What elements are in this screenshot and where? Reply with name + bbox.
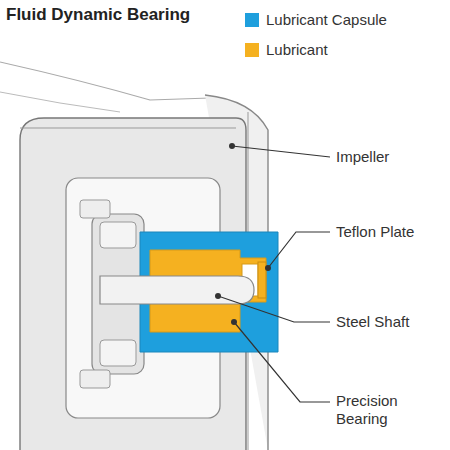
legend-swatch	[245, 43, 259, 57]
legend-text: Lubricant Capsule	[266, 10, 387, 30]
magnet	[80, 200, 110, 218]
teflon-plate	[258, 262, 266, 298]
stator-pole	[100, 340, 136, 366]
stator-pole	[100, 222, 136, 248]
magnet	[80, 370, 110, 388]
leader-dot	[229, 143, 235, 149]
part-label: Impeller	[336, 148, 446, 166]
legend-text: Lubricant	[266, 40, 328, 60]
part-label: Steel Shaft	[336, 313, 446, 331]
leader-dot	[231, 319, 237, 325]
leader-line	[218, 296, 330, 322]
fan-blade	[0, 92, 120, 112]
hub-edge	[20, 128, 236, 129]
diagram-title: Fluid Dynamic Bearing	[6, 5, 190, 25]
leader-line	[234, 322, 330, 402]
leader-dot	[265, 265, 271, 271]
part-label: Precision Bearing	[336, 392, 431, 428]
leader-line	[268, 232, 330, 268]
fan-blade	[0, 62, 210, 100]
part-label: Teflon Plate	[336, 223, 446, 241]
legend-swatch	[245, 13, 259, 27]
leader-line	[232, 146, 330, 157]
leader-dot	[215, 293, 221, 299]
